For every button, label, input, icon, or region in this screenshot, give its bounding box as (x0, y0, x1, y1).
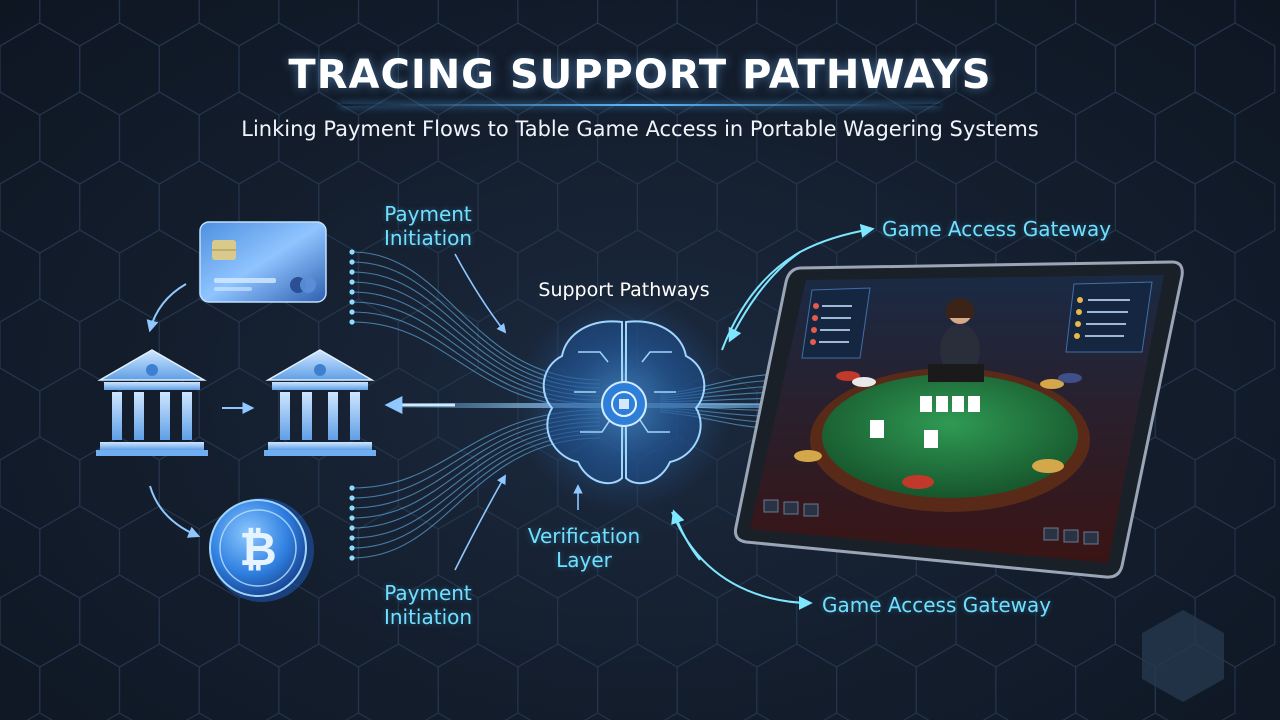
input-node (349, 299, 354, 304)
label-payment-initiation-bottom: Payment Initiation (368, 581, 488, 629)
label-game-access-gateway-bottom: Game Access Gateway (822, 593, 1062, 617)
bank-icon (96, 350, 208, 456)
label-game-access-gateway-top: Game Access Gateway (882, 217, 1122, 241)
label-support-pathways: Support Pathways (514, 278, 734, 302)
bitcoin-coin-icon: ₿ (210, 498, 314, 602)
input-node (349, 525, 354, 530)
input-node (349, 495, 354, 500)
input-node (349, 555, 354, 560)
tablet-icon (735, 262, 1182, 577)
brain-chip-icon (514, 294, 734, 514)
input-node (349, 249, 354, 254)
svg-text:₿: ₿ (239, 522, 277, 576)
input-node (349, 535, 354, 540)
input-node (349, 259, 354, 264)
bank-icon (264, 350, 376, 456)
label-payment-initiation-top: Payment Initiation (368, 202, 488, 250)
input-node (349, 515, 354, 520)
input-node (349, 485, 354, 490)
input-node (349, 505, 354, 510)
input-node (349, 309, 354, 314)
label-verification-layer: Verification Layer (520, 524, 648, 572)
input-node (349, 289, 354, 294)
credit-card-icon (200, 222, 326, 302)
input-node (349, 545, 354, 550)
input-node (349, 319, 354, 324)
input-node (349, 279, 354, 284)
input-node (349, 269, 354, 274)
